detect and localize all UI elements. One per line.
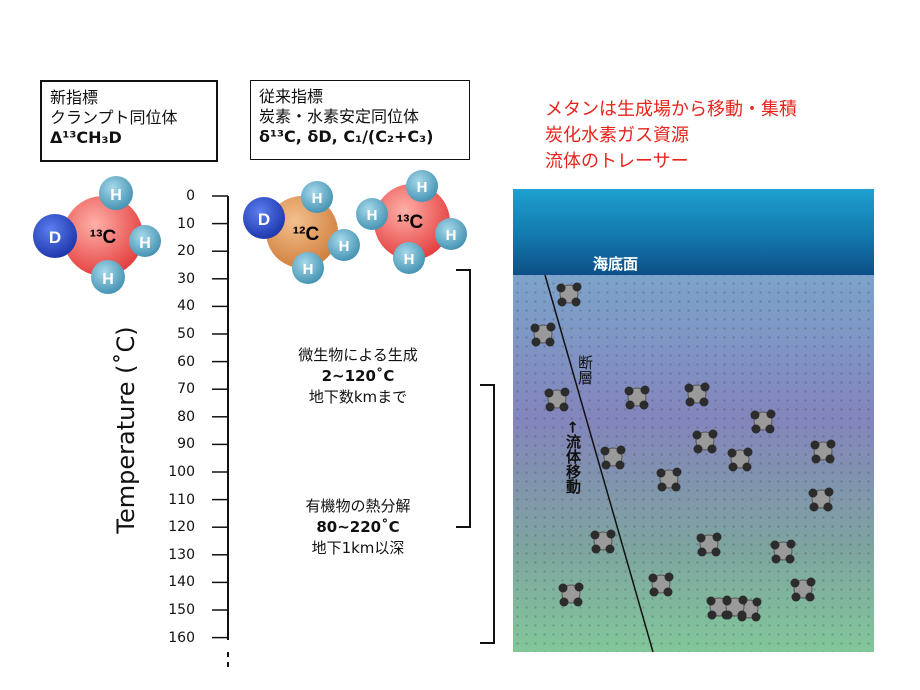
- axis-tick-label: 90: [177, 436, 195, 453]
- methane-molecule: [790, 577, 816, 602]
- methane-molecule: [684, 382, 710, 407]
- axis-tick-label: 20: [177, 243, 195, 260]
- microbial-note: 微生物による生成 2~120˚C 地下数kmまで: [258, 345, 458, 408]
- atom-label: H: [102, 271, 114, 288]
- axis-tick-label: 160: [168, 629, 195, 646]
- atom-label: D: [49, 228, 61, 247]
- hydrogen-atom: [406, 170, 438, 202]
- center-label: ¹³C: [397, 212, 424, 233]
- seafloor-label: 海底面: [593, 255, 639, 273]
- microbial-bracket: [456, 269, 471, 528]
- atom-label: D: [258, 210, 270, 229]
- axis-tick-label: 120: [168, 519, 195, 536]
- hydrogen-atom: [356, 198, 388, 230]
- atom-label: H: [139, 235, 151, 252]
- atom-label: H: [312, 190, 323, 207]
- atom-label: H: [367, 207, 378, 224]
- new-index-name: クランプト同位体: [50, 108, 178, 127]
- fault-line: [544, 274, 654, 652]
- axis-tick-label: 50: [177, 326, 195, 342]
- axis-tick-label: 150: [168, 602, 195, 618]
- atom-label: H: [339, 238, 350, 255]
- molecule-13ch4: ¹³C H H H H: [356, 170, 467, 274]
- methane-molecule: [544, 387, 570, 412]
- methane-molecule: [696, 532, 722, 557]
- axis-tick-label: 130: [168, 546, 195, 563]
- carbon-13-atom: [63, 196, 143, 276]
- axis-tick-label: 60: [177, 353, 195, 370]
- fault-and-molecules: [530, 274, 836, 652]
- microbial-range: 2~120˚C: [321, 367, 395, 385]
- fault-label: 断層: [576, 355, 594, 385]
- atom-label: H: [404, 251, 415, 268]
- axis-tick-label: 140: [168, 574, 195, 591]
- seawater: [513, 189, 874, 275]
- new-index-box: 新指標 クランプト同位体 Δ¹³CH₃D: [40, 80, 218, 162]
- atom-label: H: [417, 179, 428, 196]
- microbial-depth: 地下数kmまで: [308, 388, 408, 406]
- molecule-12ch3d: ¹²C D H H H: [243, 181, 360, 284]
- deuterium-atom: [243, 197, 285, 239]
- axis-tick-label: 80: [177, 408, 195, 425]
- note-migration: メタンは生成場から移動・集積: [545, 99, 797, 120]
- temperature-axis: [212, 195, 229, 668]
- methane-molecule: [648, 572, 674, 597]
- new-index-formula: Δ¹³CH₃D: [50, 128, 122, 147]
- axis-tick-label: 10: [177, 215, 195, 232]
- new-index-title: 新指標: [50, 88, 99, 107]
- axis-title: Temperature (˚C): [112, 326, 140, 534]
- old-index-formula: δ¹³C, δD, C₁/(C₂+C₃): [259, 127, 434, 146]
- methane-molecule: [770, 539, 796, 564]
- fluid-flow-label: ←流体移動: [564, 421, 582, 494]
- methane-molecule: [722, 595, 748, 620]
- methane-molecule: [624, 385, 650, 410]
- methane-molecule: [810, 439, 836, 464]
- hydrogen-atom: [99, 176, 133, 210]
- hydrogen-atom: [435, 218, 467, 250]
- atom-label: H: [110, 187, 122, 204]
- axis-tick-label: 70: [177, 381, 195, 398]
- methane-molecule: [590, 529, 616, 554]
- methane-molecule: [656, 467, 682, 492]
- thermal-range: 80~220˚C: [316, 518, 400, 536]
- center-label: ¹³C: [90, 227, 117, 248]
- axis-tick-label: 30: [177, 270, 195, 287]
- methane-molecule: [530, 322, 556, 347]
- hydrogen-atom: [393, 242, 425, 274]
- sea-subsurface-panel: 海底面 断層 ←流体移動: [513, 189, 874, 652]
- old-index-box: 従来指標 炭素・水素安定同位体 δ¹³C, δD, C₁/(C₂+C₃): [250, 80, 470, 160]
- hydrogen-atom: [91, 260, 125, 294]
- axis-tick-label: 110: [168, 491, 195, 508]
- axis-tick-label: 100: [168, 464, 195, 480]
- axis-tick-label: 0: [186, 188, 195, 204]
- methane-molecule: [558, 582, 584, 607]
- methane-molecule: [727, 447, 753, 472]
- hydrogen-atom: [129, 225, 161, 257]
- microbial-title: 微生物による生成: [298, 346, 418, 364]
- old-index-title: 従来指標: [259, 87, 324, 106]
- methane-molecule: [750, 409, 776, 434]
- note-resource: 炭化水素ガス資源: [545, 125, 689, 146]
- center-label: ¹²C: [293, 224, 320, 245]
- thermal-bracket: [480, 384, 495, 644]
- old-index-name: 炭素・水素安定同位体: [259, 107, 420, 126]
- thermal-title: 有機物の熱分解: [305, 497, 411, 515]
- hydrogen-atom: [328, 229, 360, 261]
- note-tracer: 流体のトレーサー: [545, 151, 689, 172]
- thermal-note: 有機物の熱分解 80~220˚C 地下1km以深: [258, 496, 458, 559]
- deuterium-atom: [33, 214, 77, 258]
- molecule-13ch3d: ¹³C D H H H: [33, 176, 161, 294]
- carbon-13-atom: [374, 184, 450, 260]
- hydrogen-atom: [301, 181, 333, 213]
- atom-label: H: [303, 261, 314, 278]
- thermal-depth: 地下1km以深: [311, 539, 405, 557]
- methane-molecule: [556, 282, 582, 307]
- hydrogen-atom: [292, 252, 324, 284]
- methane-molecule: [808, 487, 834, 512]
- axis-tick-label: 40: [177, 298, 195, 315]
- methane-molecule: [600, 445, 626, 470]
- atom-label: H: [446, 227, 457, 244]
- methane-molecule: [692, 429, 718, 454]
